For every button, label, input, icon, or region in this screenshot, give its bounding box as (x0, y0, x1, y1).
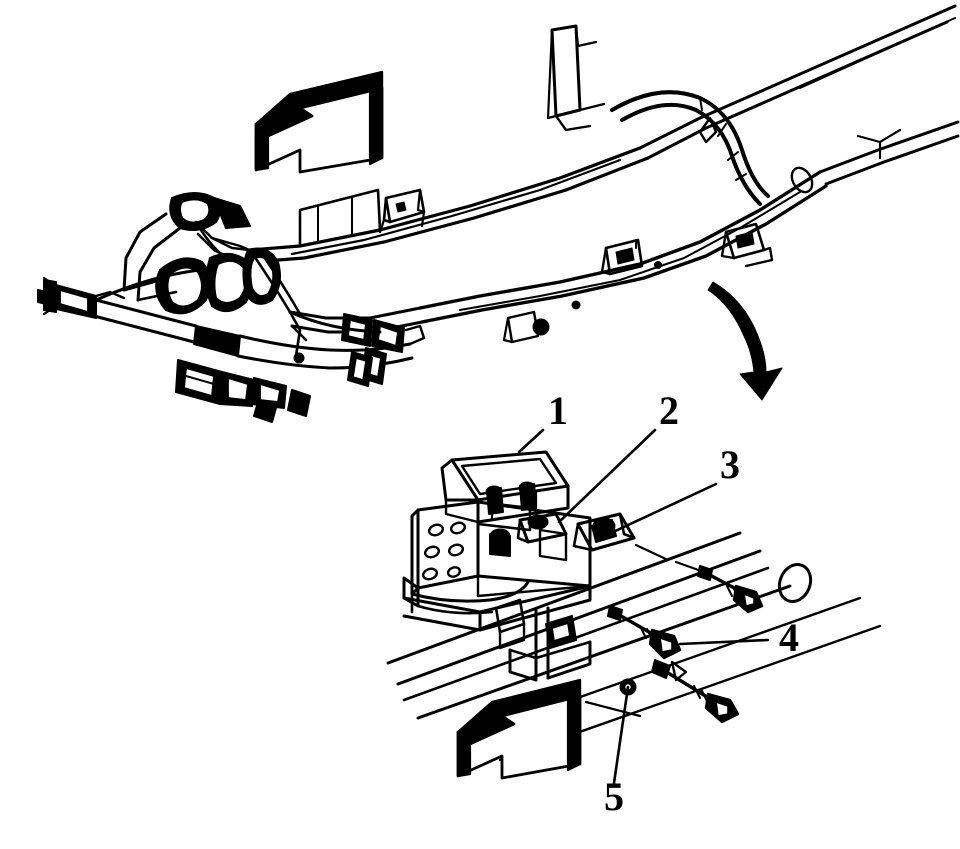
callout-numbers: 1 2 3 4 5 (548, 388, 799, 819)
rear-body-mount-bracket (720, 222, 774, 268)
frame-bracket-small (502, 310, 550, 344)
callout-5-label: 5 (604, 774, 624, 819)
brake-pressure-modulator-valve (410, 500, 592, 598)
callout-5-leader (612, 685, 630, 785)
rear-body-mount-bracket-2 (600, 238, 644, 276)
frame-mounting-bolt (619, 659, 740, 724)
left-frame-rail (194, 146, 650, 264)
bracket-mounting-bolt-upper (697, 563, 813, 614)
callout-2-leader (557, 428, 657, 524)
bracket-mounting-bolt (607, 605, 770, 660)
direction-arrow-lower (456, 678, 582, 780)
detail-view-pointer-arrow (707, 281, 783, 401)
modulator-mounting-detail (386, 450, 882, 780)
callout-2-label: 2 (659, 388, 679, 433)
callout-3-leader (609, 482, 718, 535)
callout-1-leader (517, 428, 545, 454)
rear-frame-rails (638, 4, 960, 186)
callout-leaders (517, 428, 718, 785)
callout-1-label: 1 (548, 388, 568, 433)
vehicle-frame-overview (37, 4, 960, 423)
modulator-mounting-bracket (402, 512, 636, 682)
right-frame-rail (288, 170, 828, 334)
brake-tube-arc (610, 90, 814, 206)
electronic-brake-control-module (440, 450, 570, 524)
rivet-hole-2 (654, 261, 662, 269)
callout-4-label: 4 (779, 615, 799, 660)
direction-arrow-upper (254, 70, 384, 174)
rear-upright-post (546, 24, 606, 132)
callout-3-label: 3 (720, 442, 740, 487)
rivet-hole (571, 300, 581, 310)
frame-panel (298, 188, 382, 248)
front-axle-assembly (37, 192, 426, 423)
